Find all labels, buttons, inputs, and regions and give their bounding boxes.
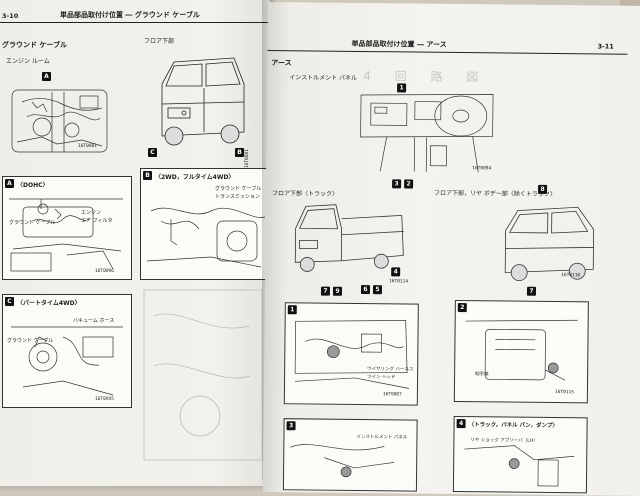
panel-2: 2 助手席 16T0115 [453, 299, 589, 404]
panel-3: 3 インストルメント パネル [282, 418, 418, 492]
panel-1-caption-harness: ワイヤリング ハーネス [367, 367, 414, 373]
panel-c-caption-cable: グラウンド ケーブル [7, 338, 54, 344]
truck-callout-7: 7 [320, 286, 331, 296]
panel-4-caption: リヤ ショック アブソーバ（LH） [470, 438, 538, 444]
panel-b-caption-cable: グラウンド ケーブル [215, 186, 262, 192]
panel-c-label: 〈パートタイム4WD〉 [17, 300, 81, 307]
ip-callout-2: 2 [404, 179, 414, 189]
left-page-number: 3-10 [2, 12, 19, 20]
panel-1-code: 16T0087 [382, 392, 402, 398]
truck-code: 16T0114 [389, 279, 409, 285]
truck-callout-5: 5 [372, 285, 383, 295]
panel-c-drawing [11, 326, 123, 396]
panel-b-drawing [146, 207, 266, 268]
panel-3-drawing [290, 444, 395, 478]
panel-2-drawing [465, 319, 578, 381]
panel-1-drawing [294, 320, 410, 389]
panel-a-label: 〈DOHC〉 [17, 182, 49, 189]
panel-b-caption-transmission: トランスミッション [215, 194, 260, 200]
panel-c-code: 16T0945 [95, 397, 114, 402]
instrument-panel-illustration [360, 94, 494, 173]
truck-callout-6: 6 [360, 284, 371, 295]
panel-1: 1 ワイヤリング ハーネス ツイン ヘッド 16T0087 [283, 302, 419, 406]
panel-4-drawing [464, 445, 575, 487]
panel-a: A 〈DOHC〉 エンジン エア フィルタ グラウンド ケーブル 16T0896 [2, 176, 132, 280]
panel-a-caption-cable: グラウンド ケーブル [9, 220, 56, 226]
truck-callout-4: 4 [391, 267, 401, 277]
truck-illustration [294, 204, 404, 272]
right-page: 単品部品取付け位置 ― アース 3-11 アース インストルメント パネル 4 … [262, 2, 640, 496]
engine-room-label: エンジン ルーム [6, 58, 50, 65]
engine-room-illustration [11, 89, 108, 153]
van-callout-7: 7 [526, 286, 537, 296]
right-page-header: 単品部品取付け位置 ― アース [351, 39, 447, 49]
panel-c-caption-hose: バキューム ホース [73, 318, 115, 324]
panel-1-caption-twin: ツイン ヘッド [367, 375, 396, 381]
van-callout-8: 8 [538, 184, 548, 194]
panel-4: 4 〈トラック，パネル バン，ダンプ〉 リヤ ショック アブソーバ（LH） [452, 415, 588, 494]
rear-van-illustration [504, 206, 595, 282]
panel-a-code: 16T0896 [95, 269, 114, 274]
panel-a-caption-filter: エア フィルタ [81, 218, 113, 224]
panel-c: C 〈パートタイム4WD〉 グラウンド ケーブル バキューム ホース 16T09… [2, 294, 132, 408]
panel-b-badge: B [143, 171, 152, 180]
panel-4-label: 〈トラック，パネル バン，ダンプ〉 [468, 422, 558, 430]
ip-code: 16T0094 [472, 166, 492, 172]
left-section-title: グラウンド ケーブル [2, 41, 68, 49]
right-page-number: 3-11 [597, 42, 614, 51]
panel-a-caption-engine: エンジン [81, 210, 102, 216]
van-code: 16T0881 [244, 149, 250, 168]
ip-callout-3: 3 [392, 179, 402, 189]
panel-c-badge: C [5, 297, 14, 306]
bleed-through-text: 4 回 路 図 [363, 69, 489, 85]
panel-3-caption: インストルメント パネル [356, 434, 408, 441]
right-section-title: アース [271, 59, 292, 68]
engine-room-code: 16T0881 [78, 144, 97, 149]
van-callout-b: B [235, 148, 244, 157]
instrument-panel-label: インストルメント パネル [289, 74, 358, 82]
panel-4-badge: 4 [456, 418, 466, 429]
left-page: 3-10 単品部品取付け位置 ― グラウンド ケーブル グラウンド ケーブル エ… [0, 0, 270, 486]
floor-truck-label: フロア下部〈トラック〉 [271, 190, 339, 198]
floor-under-label: フロア下部 [144, 38, 175, 45]
panel-b: B 〈2WD，フルタイム4WD〉 グラウンド ケーブル トランスミッション [140, 168, 270, 280]
panel-2-caption: 助手席 [475, 372, 489, 378]
van-illustration [161, 57, 245, 146]
panel-2-code: 16T0115 [554, 390, 574, 396]
right-header-rule [267, 49, 628, 55]
panel-b-label: 〈2WD，フルタイム4WD〉 [155, 174, 235, 181]
panel-a-badge: A [5, 179, 14, 188]
van-callout-c: C [148, 148, 157, 157]
truck-callout-9: 9 [332, 286, 343, 296]
left-header-rule [0, 22, 270, 23]
left-page-header: 単品部品取付け位置 ― グラウンド ケーブル [60, 11, 200, 19]
left-faint-sketch [143, 289, 263, 461]
van-code-right: 16T0118 [561, 273, 581, 279]
callout-a: A [42, 72, 51, 81]
ip-callout-1: 1 [397, 83, 407, 93]
panel-a-drawing [9, 198, 123, 272]
